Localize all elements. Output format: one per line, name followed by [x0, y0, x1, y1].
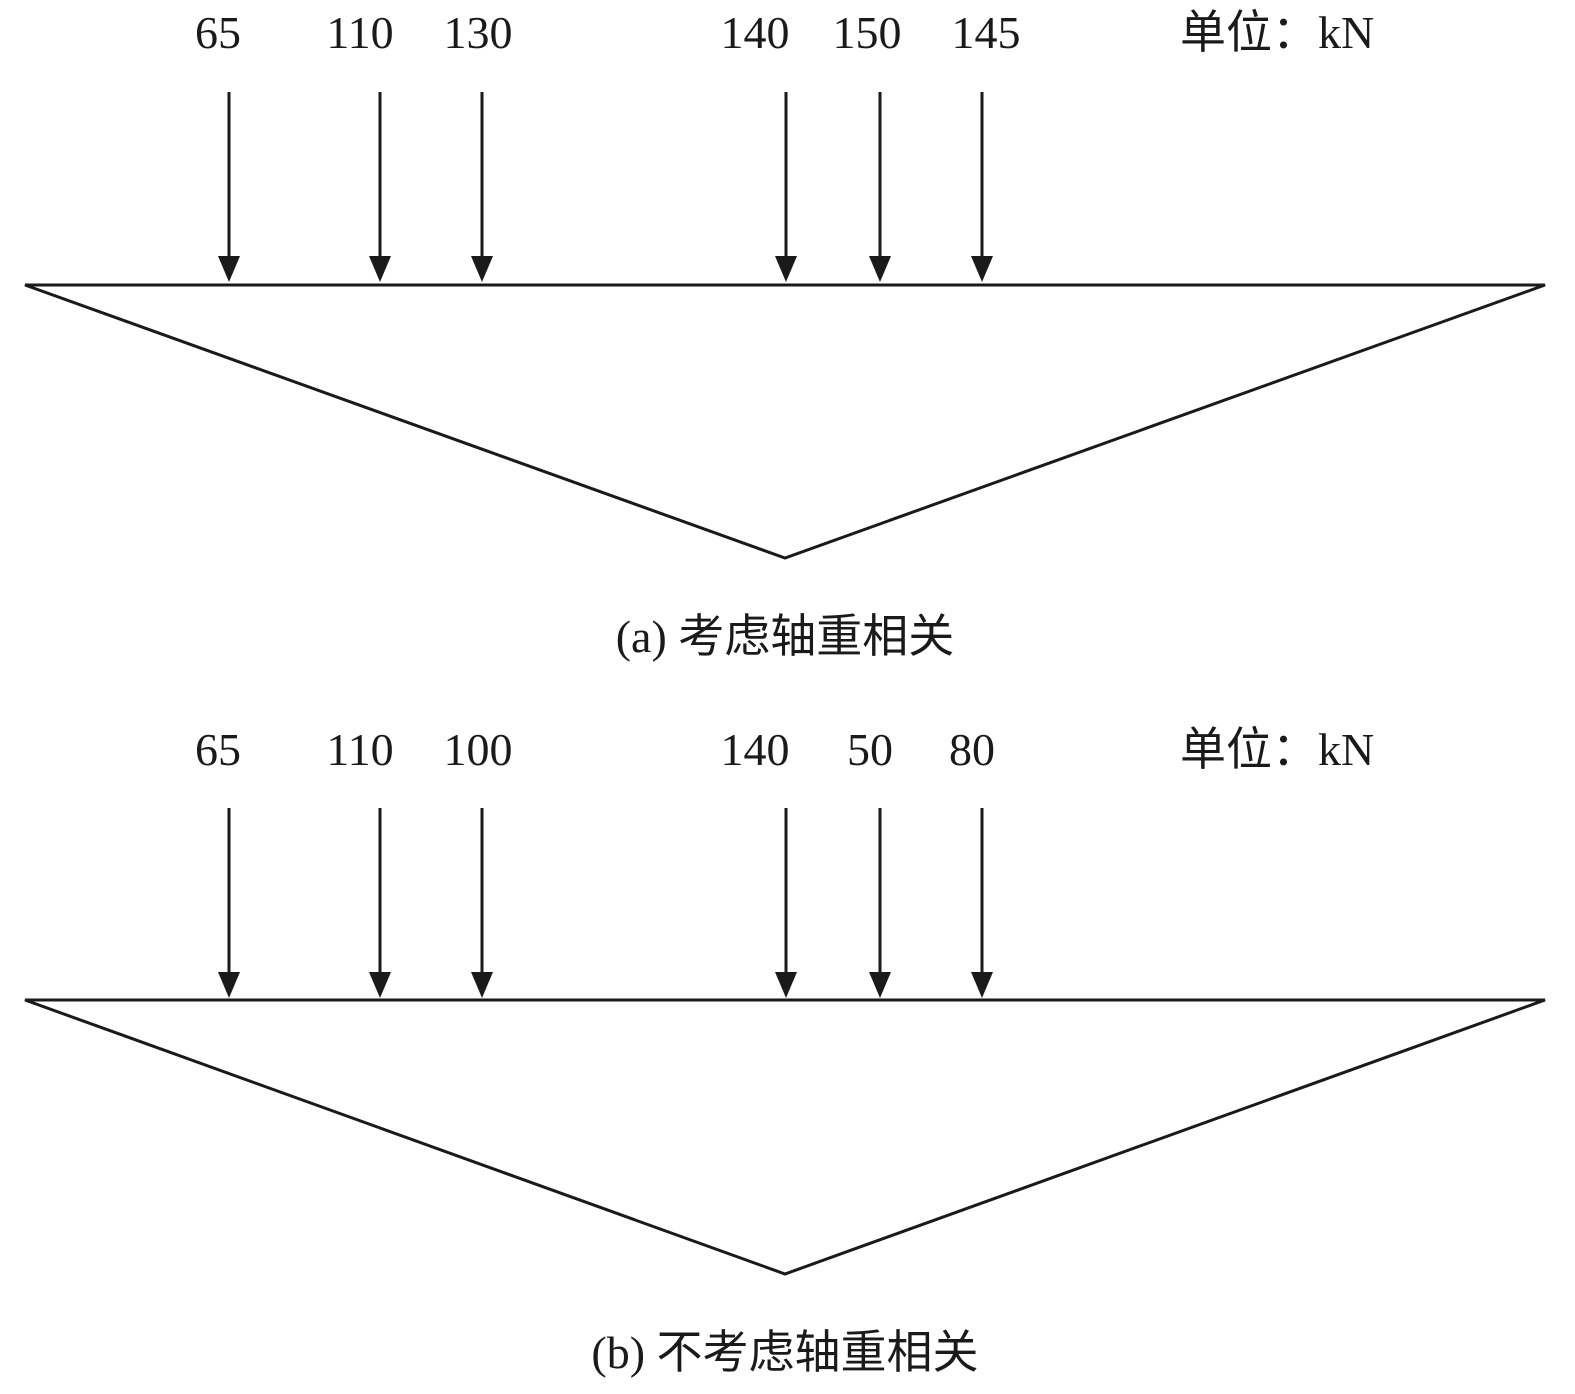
caption-b: (b) 不考虑轴重相关 [591, 1327, 978, 1378]
load-label-a-6: 145 [952, 7, 1021, 58]
load-arrow-a-2 [369, 92, 391, 282]
unit-label-b: 单位：kN [1180, 724, 1374, 775]
load-arrow-a-3 [471, 92, 493, 282]
panel-b: 65 110 100 140 50 80 单位：kN (b) 不考虑轴重相关 [24, 724, 1546, 1378]
load-arrows-a [218, 92, 993, 282]
load-arrow-b-4 [775, 808, 797, 998]
panel-a: 65 110 130 140 150 145 单位：kN (a) 考虑轴重相关 [24, 7, 1546, 662]
load-label-b-3: 100 [444, 724, 513, 775]
load-arrow-b-6 [971, 808, 993, 998]
load-arrow-a-6 [971, 92, 993, 282]
load-arrow-a-1 [218, 92, 240, 282]
load-label-b-5: 50 [847, 724, 893, 775]
influence-line-triangle-b [24, 998, 1546, 1276]
load-arrow-b-1 [218, 808, 240, 998]
load-arrow-a-4 [775, 92, 797, 282]
caption-a: (a) 考虑轴重相关 [616, 611, 955, 662]
load-arrow-b-2 [369, 808, 391, 998]
load-label-a-3: 130 [444, 7, 513, 58]
load-label-a-4: 140 [721, 7, 790, 58]
load-label-b-1: 65 [195, 724, 241, 775]
load-label-b-4: 140 [721, 724, 790, 775]
load-arrow-b-3 [471, 808, 493, 998]
influence-line-triangle-a [24, 283, 1546, 560]
load-label-b-2: 110 [326, 724, 393, 775]
load-label-a-5: 150 [833, 7, 902, 58]
load-arrow-b-5 [869, 808, 891, 998]
load-arrows-b [218, 808, 993, 998]
load-arrow-a-5 [869, 92, 891, 282]
load-label-b-6: 80 [949, 724, 995, 775]
unit-label-a: 单位：kN [1180, 7, 1374, 58]
load-label-a-1: 65 [195, 7, 241, 58]
load-label-a-2: 110 [326, 7, 393, 58]
